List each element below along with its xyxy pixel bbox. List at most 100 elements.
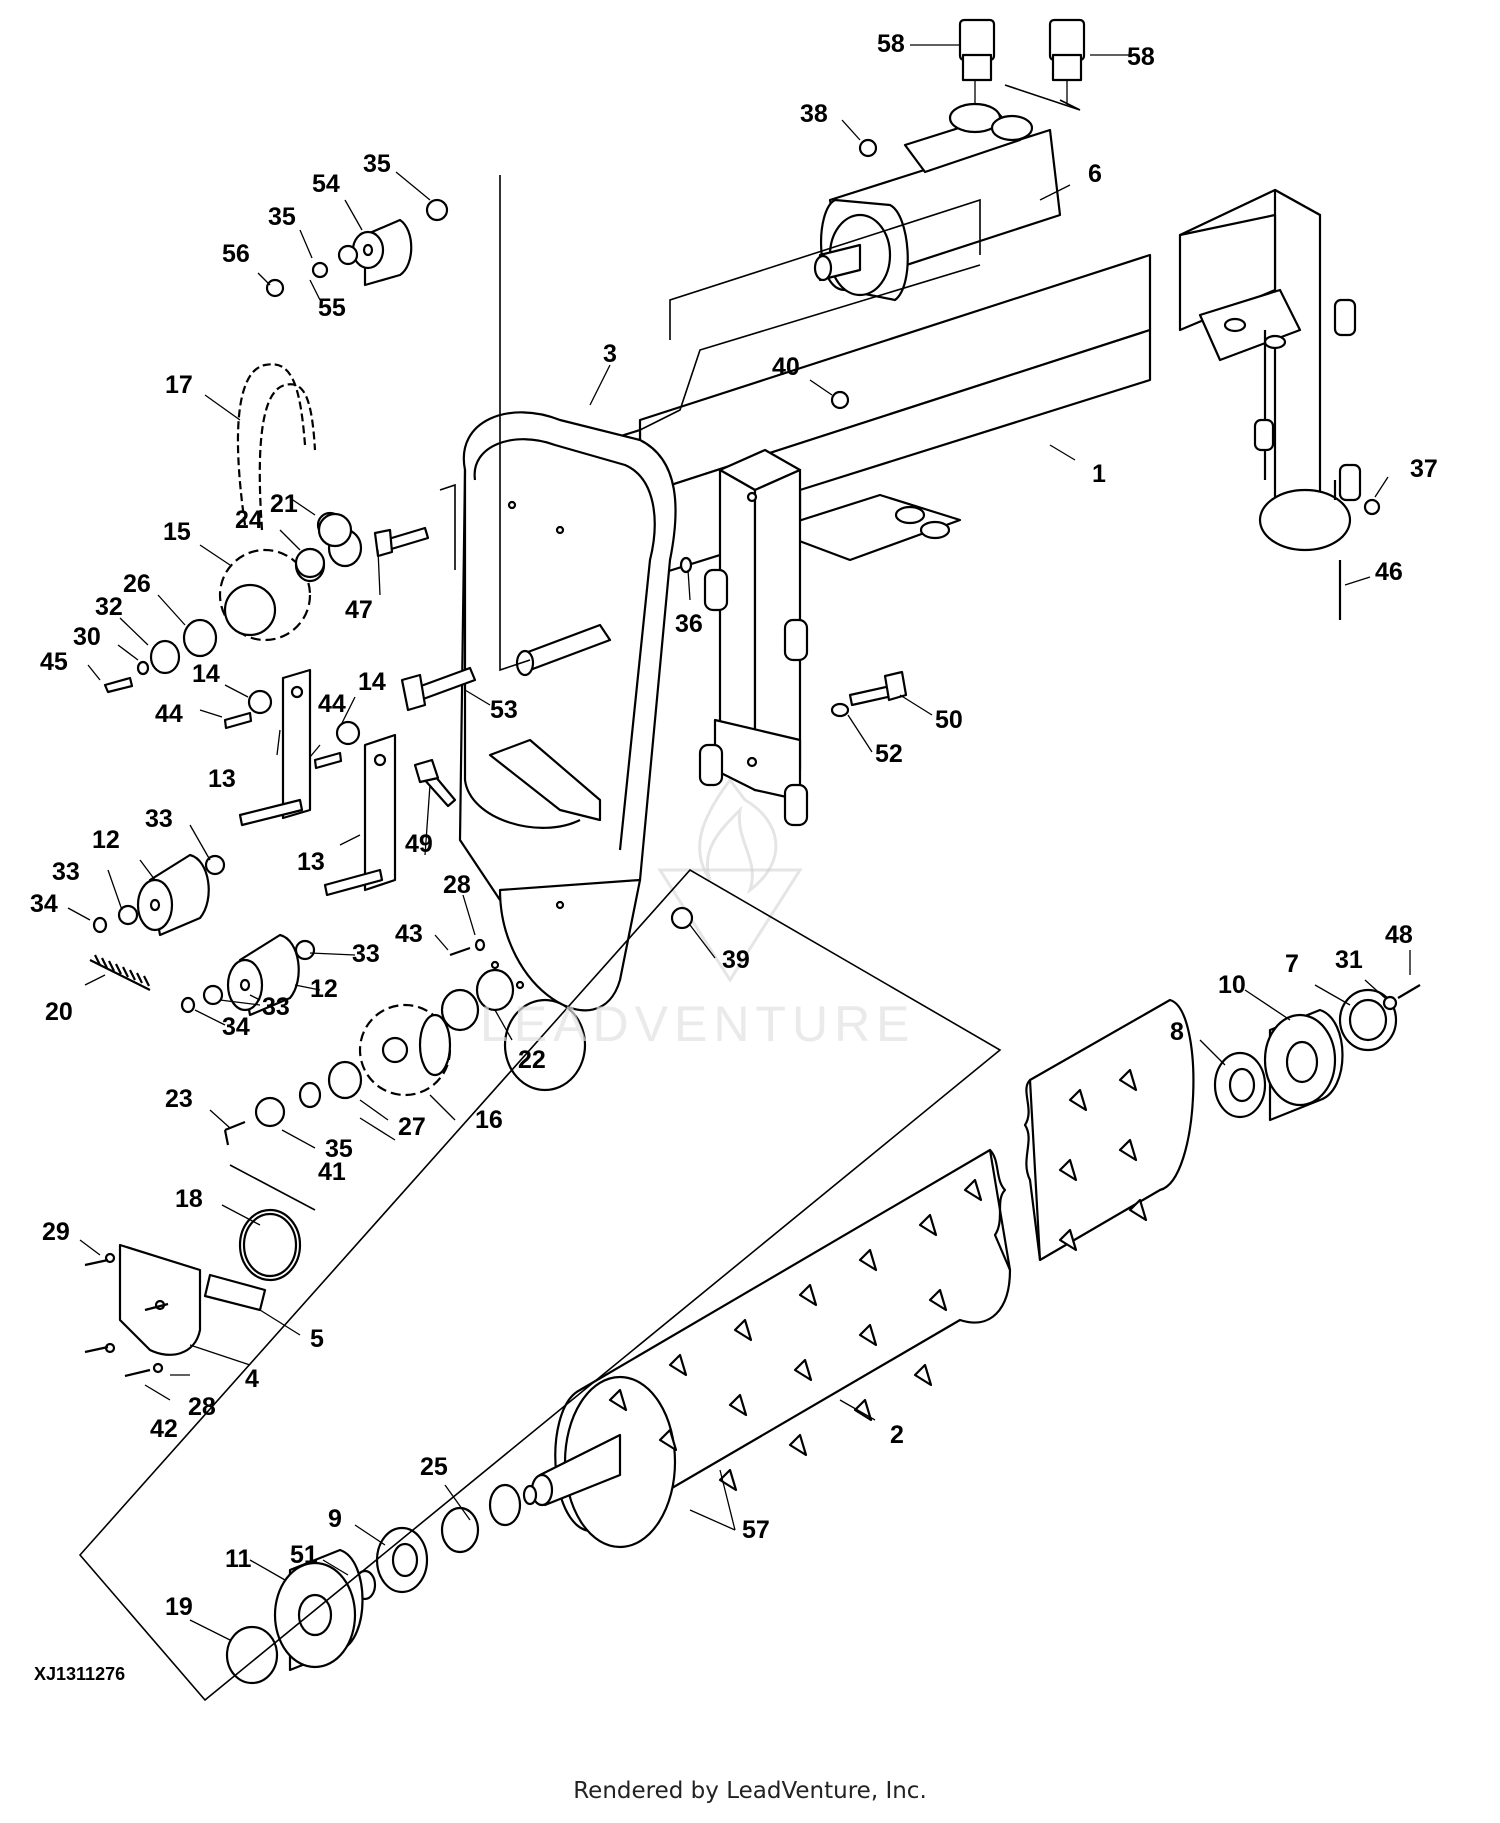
callout-2: 2 xyxy=(890,1421,904,1449)
ring-part-34 xyxy=(92,916,108,934)
callout-57: 57 xyxy=(742,1516,770,1544)
callout-8: 8 xyxy=(1170,1018,1184,1046)
bolt-part-49 xyxy=(413,758,457,808)
callout-29: 29 xyxy=(42,1218,70,1246)
callout-16: 16 xyxy=(475,1106,503,1134)
roller-drum-part-2 xyxy=(522,998,1195,1549)
flange-part-7 xyxy=(1338,988,1398,1052)
callout-49: 49 xyxy=(405,830,433,858)
callout-43: 43 xyxy=(395,920,423,948)
diagram-code: XJ1311276 xyxy=(34,1664,126,1684)
washer-part-32 xyxy=(149,639,181,675)
chain-case-part-3 xyxy=(458,411,677,1092)
callout-33: 33 xyxy=(352,940,380,968)
callout-6: 6 xyxy=(1088,160,1102,188)
washer-part-33-c xyxy=(294,939,316,961)
callout-50: 50 xyxy=(935,706,963,734)
callout-51: 51 xyxy=(290,1541,318,1569)
spacer-part-54 xyxy=(351,218,413,287)
washer-part-25 xyxy=(488,1483,522,1527)
callout-39: 39 xyxy=(722,946,750,974)
callout-44: 44 xyxy=(155,700,183,728)
washer-part-33-b xyxy=(117,904,139,926)
washer-part-35 xyxy=(298,1081,322,1109)
screw-part-29 xyxy=(84,1258,109,1267)
callout-11: 11 xyxy=(225,1545,252,1573)
callout-17: 17 xyxy=(165,371,193,399)
nut-part-40 xyxy=(830,390,850,410)
callout-21: 21 xyxy=(270,490,298,518)
callout-36: 36 xyxy=(675,610,703,638)
washer-part-14-b xyxy=(335,720,361,746)
bolt-part-47 xyxy=(373,526,430,558)
washer-part-35-mid xyxy=(337,244,359,266)
callout-45: 45 xyxy=(40,648,68,676)
washer-part-21 xyxy=(317,512,353,548)
bolt-part-50 xyxy=(830,670,908,718)
callout-47: 47 xyxy=(345,596,373,624)
callout-14: 14 xyxy=(192,660,220,688)
washer-part-27 xyxy=(327,1060,363,1100)
washer-part-25-b xyxy=(440,1506,480,1554)
callout-18: 18 xyxy=(175,1185,203,1213)
ring-part-34-b xyxy=(180,996,196,1014)
callout-34: 34 xyxy=(222,1013,250,1041)
bearing-housing-part-11 xyxy=(273,1548,364,1672)
callout-10: 10 xyxy=(1218,971,1246,999)
callout-12: 12 xyxy=(310,975,338,1003)
callout-33: 33 xyxy=(262,993,290,1021)
castle-nut-part-41 xyxy=(254,1096,286,1128)
nut-part-39 xyxy=(670,906,694,930)
callout-22: 22 xyxy=(518,1046,546,1074)
bolt-part-45 xyxy=(103,676,134,694)
bolt-part-44 xyxy=(223,711,253,730)
callout-28: 28 xyxy=(443,871,471,899)
shaft-part-53 xyxy=(400,623,612,712)
callout-41: 41 xyxy=(318,1158,346,1186)
bearing-part-8 xyxy=(1213,1051,1267,1119)
callout-14: 14 xyxy=(358,668,386,696)
roller-chain-part-17 xyxy=(236,363,317,531)
render-credit: Rendered by LeadVenture, Inc. xyxy=(573,1778,927,1804)
washer-part-14 xyxy=(247,689,273,715)
cover-part-4 xyxy=(104,1243,267,1374)
callout-3: 3 xyxy=(603,340,617,368)
callout-55: 55 xyxy=(318,294,346,322)
bearing-housing-part-10 xyxy=(1263,1008,1344,1122)
main-frame-part-1 xyxy=(558,188,1362,827)
callout-58: 58 xyxy=(877,30,905,58)
washer-part-26 xyxy=(182,618,218,658)
washer-part-22 xyxy=(440,988,480,1032)
callout-46: 46 xyxy=(1375,558,1403,586)
callout-23: 23 xyxy=(165,1085,193,1113)
idler-roller-part-12 xyxy=(136,853,300,1017)
callout-58: 58 xyxy=(1127,43,1155,71)
nut-part-37 xyxy=(1363,498,1381,516)
callout-30: 30 xyxy=(73,623,101,651)
callout-44: 44 xyxy=(318,690,346,718)
callout-38: 38 xyxy=(800,100,828,128)
bolt-part-44-b xyxy=(313,751,343,770)
callout-34: 34 xyxy=(30,890,58,918)
retaining-ring-part-19 xyxy=(225,1625,279,1685)
washer-part-33 xyxy=(204,854,226,876)
bearing-part-9 xyxy=(375,1526,429,1594)
callout-12: 12 xyxy=(92,826,120,854)
callout-13: 13 xyxy=(208,765,236,793)
callout-20: 20 xyxy=(45,998,73,1026)
callout-48: 48 xyxy=(1385,921,1413,949)
callout-56: 56 xyxy=(222,240,250,268)
callout-15: 15 xyxy=(163,518,191,546)
nut-part-36 xyxy=(679,556,693,574)
callout-4: 4 xyxy=(245,1365,259,1393)
callout-40: 40 xyxy=(772,353,800,381)
callout-13: 13 xyxy=(297,848,325,876)
bolt-part-42 xyxy=(124,1368,151,1378)
callout-37: 37 xyxy=(1410,455,1438,483)
callout-26: 26 xyxy=(123,570,151,598)
callout-19: 19 xyxy=(165,1593,193,1621)
lock-washer-part-55 xyxy=(311,261,329,279)
cotter-pin-part-23 xyxy=(223,1120,246,1146)
